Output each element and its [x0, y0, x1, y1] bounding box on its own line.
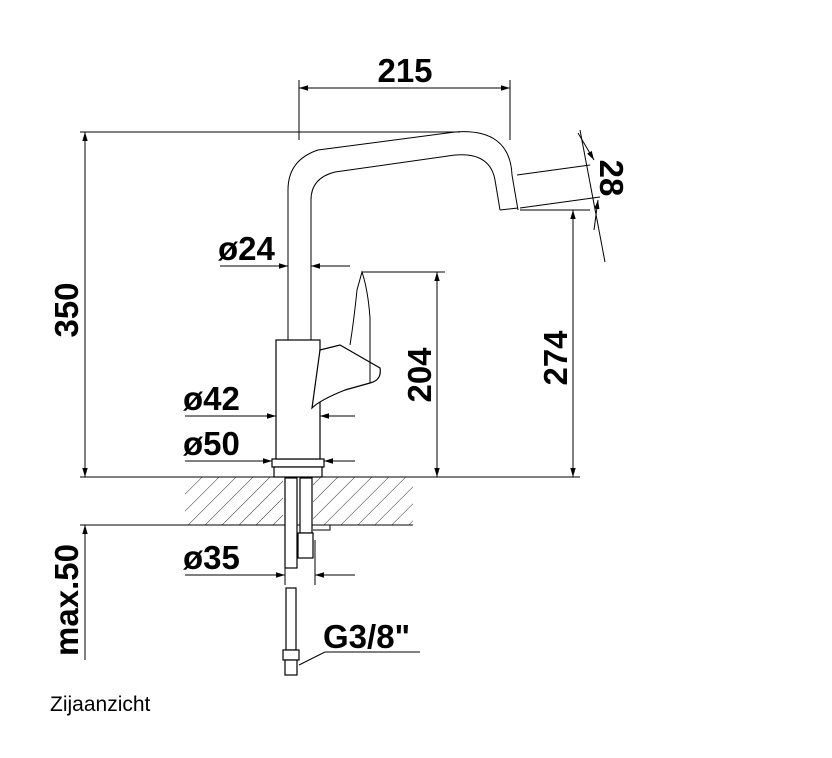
dim-max50-label: max.50 [48, 544, 85, 656]
dim-dia24-label: ø24 [218, 230, 276, 267]
dim-215-label: 215 [377, 52, 432, 89]
faucet-outline [271, 131, 601, 676]
dim-dia42: ø42 [183, 380, 355, 419]
dim-dia35: ø35 [183, 539, 355, 585]
dim-dia24: ø24 [218, 230, 350, 269]
dim-28: 28 [577, 129, 630, 263]
dim-274: 274 [520, 209, 590, 477]
dim-dia42-label: ø42 [183, 380, 240, 417]
dim-dia50-label: ø50 [183, 425, 240, 462]
dim-274-label: 274 [537, 330, 574, 386]
dim-350: 350 [48, 131, 460, 477]
dim-204: 204 [362, 271, 445, 477]
dim-dia35-label: ø35 [183, 539, 240, 576]
dim-350-label: 350 [48, 282, 85, 337]
dim-204-label: 204 [401, 347, 438, 403]
dim-thread: G3/8" [298, 618, 420, 666]
dim-28-label: 28 [593, 160, 630, 197]
dim-thread-label: G3/8" [323, 618, 410, 655]
dim-max50: max.50 [48, 525, 88, 660]
countertop-section [80, 476, 580, 526]
dim-dia50: ø50 [183, 425, 355, 464]
view-caption: Zijaanzicht [50, 693, 151, 716]
dim-215: 215 [298, 52, 511, 140]
